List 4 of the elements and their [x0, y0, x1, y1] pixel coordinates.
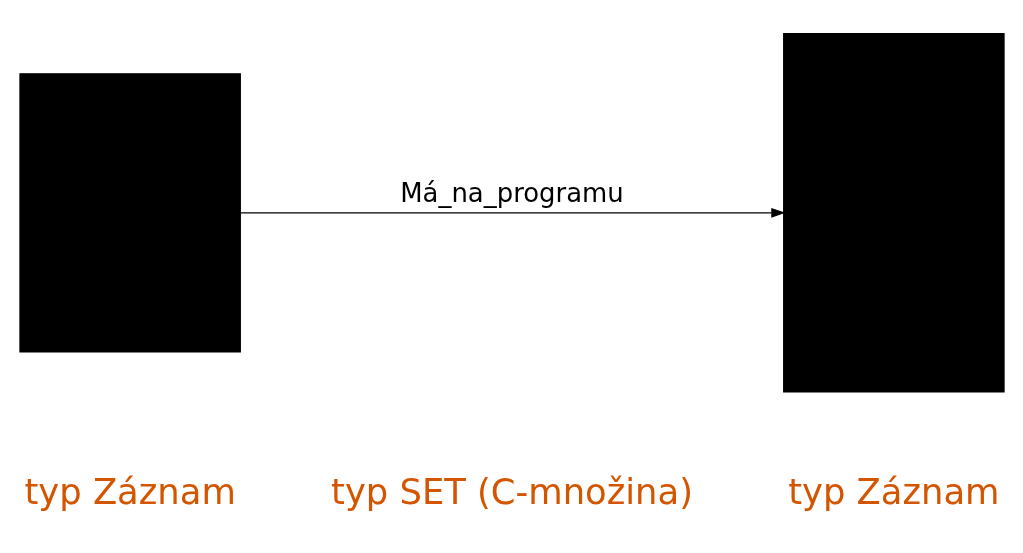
node-label: typ Záznam [787, 470, 1000, 512]
node-label: typ Záznam [23, 470, 236, 512]
edge-label: Má_na_programu [399, 177, 624, 208]
label: typ SET (C-množina) [330, 470, 693, 512]
